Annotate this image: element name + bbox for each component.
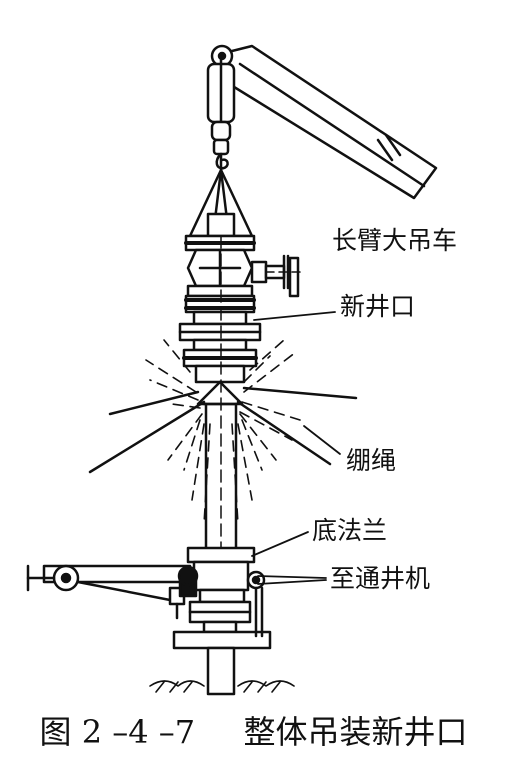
crane-label: 长臂大吊车 — [332, 226, 458, 255]
figure-title: 整体吊装新井口 — [243, 713, 468, 751]
bottom-flange-assembly — [172, 546, 272, 696]
to-workover-rig-label: 至通井机 — [330, 564, 431, 593]
pipe-column — [204, 402, 238, 550]
hook-block — [206, 58, 236, 170]
crane-boom — [210, 44, 438, 200]
guy-ropes — [88, 386, 358, 474]
leader-lines — [251, 311, 341, 585]
spray-pattern — [145, 339, 301, 525]
new-wellhead-label: 新井口 — [340, 292, 416, 321]
figure-caption: 图 2 –4 –7 整体吊装新井口 — [0, 716, 507, 748]
figure-number: 图 2 –4 –7 — [39, 713, 196, 751]
new-wellhead-stack — [178, 234, 262, 406]
ground — [149, 680, 295, 693]
guy-rope-label: 绷绳 — [346, 446, 397, 475]
lifting-sling — [188, 168, 254, 238]
left-winch-arm — [26, 564, 199, 620]
side-valve — [250, 254, 305, 298]
bottom-flange-label: 底法兰 — [312, 516, 388, 545]
